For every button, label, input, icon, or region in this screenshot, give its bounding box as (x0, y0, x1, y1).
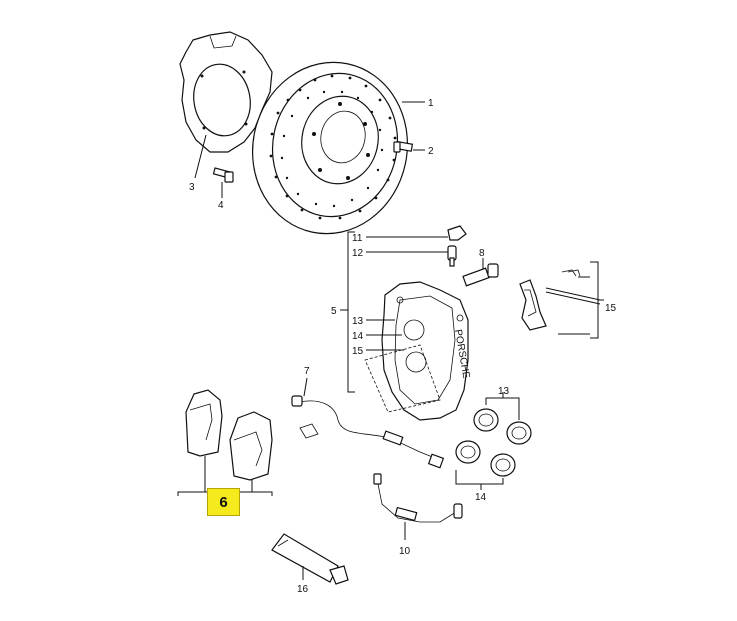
callout-14b: 14 (475, 492, 487, 503)
disc-bolt (393, 141, 414, 153)
callout-5: 5 (331, 306, 337, 317)
caliper-clip (447, 225, 467, 241)
callout-13b: 13 (498, 386, 510, 397)
brake-pad-inner (185, 389, 223, 457)
wear-sensor (291, 395, 445, 469)
piston-seals-14 (455, 440, 516, 477)
brake-pad-outer (229, 411, 273, 481)
dust-shield (179, 31, 273, 153)
callout-2: 2 (428, 146, 434, 157)
spreader-spring (519, 279, 547, 331)
callout-7: 7 (304, 366, 310, 377)
callout-10: 10 (399, 546, 411, 557)
callout-8: 8 (479, 248, 485, 259)
callout-4: 4 (218, 200, 224, 211)
caliper-bolt (462, 263, 499, 287)
bleeder-valve (447, 245, 457, 267)
callout-16: 16 (297, 584, 309, 595)
callout-11: 11 (352, 233, 363, 244)
callout-15a: 15 (352, 346, 364, 357)
callout-13a: 13 (352, 316, 364, 327)
shield-screw (212, 167, 234, 183)
brake-hose (373, 473, 463, 523)
bracket-5 (347, 231, 355, 393)
callout-12: 12 (352, 248, 364, 259)
retaining-pins (545, 269, 601, 305)
brake-disc (251, 61, 409, 235)
bracket-15 (590, 261, 599, 339)
callout-14a: 14 (352, 331, 364, 342)
highlighted-callout-6[interactable]: 6 (207, 488, 240, 516)
callout-1: 1 (428, 98, 434, 109)
piston-seals-13 (473, 408, 532, 445)
callout-3: 3 (189, 182, 195, 193)
assembly-paste-tube (271, 533, 349, 585)
callout-15b: 15 (605, 303, 617, 314)
brake-caliper: PORSCHE (381, 281, 472, 421)
